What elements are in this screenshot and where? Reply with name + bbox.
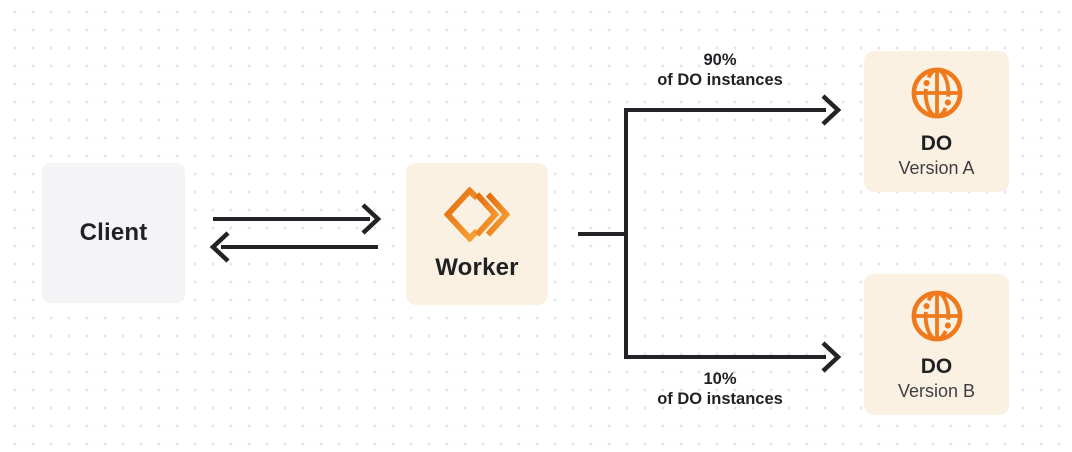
globe-icon bbox=[911, 290, 962, 342]
arrowhead-right bbox=[361, 203, 382, 235]
workers-chevrons-icon bbox=[444, 186, 510, 242]
worker-label: Worker bbox=[435, 253, 519, 281]
branch-a-percent: 90% bbox=[703, 51, 737, 69]
globe-icon bbox=[911, 67, 962, 119]
do-version-a-node: DO Version A bbox=[864, 51, 1009, 192]
do-version-b-node: DO Version B bbox=[864, 274, 1009, 415]
arrowhead-do-a bbox=[821, 94, 842, 126]
arrowhead-left bbox=[209, 231, 230, 263]
do-a-subtitle: Version A bbox=[898, 158, 975, 178]
branch-b-label: 10% of DO instances bbox=[625, 369, 815, 409]
do-b-title: DO bbox=[920, 355, 953, 378]
branch-a-caption: of DO instances bbox=[657, 71, 783, 89]
do-a-title: DO bbox=[920, 132, 953, 155]
client-label: Client bbox=[79, 219, 148, 246]
do-b-subtitle: Version B bbox=[897, 381, 976, 401]
branch-b-caption: of DO instances bbox=[657, 390, 783, 408]
branch-b-percent: 10% bbox=[703, 370, 737, 388]
client-node: Client bbox=[42, 163, 185, 303]
branch-a-label: 90% of DO instances bbox=[625, 50, 815, 90]
arrowhead-do-b bbox=[821, 341, 842, 373]
worker-node: Worker bbox=[406, 163, 548, 305]
